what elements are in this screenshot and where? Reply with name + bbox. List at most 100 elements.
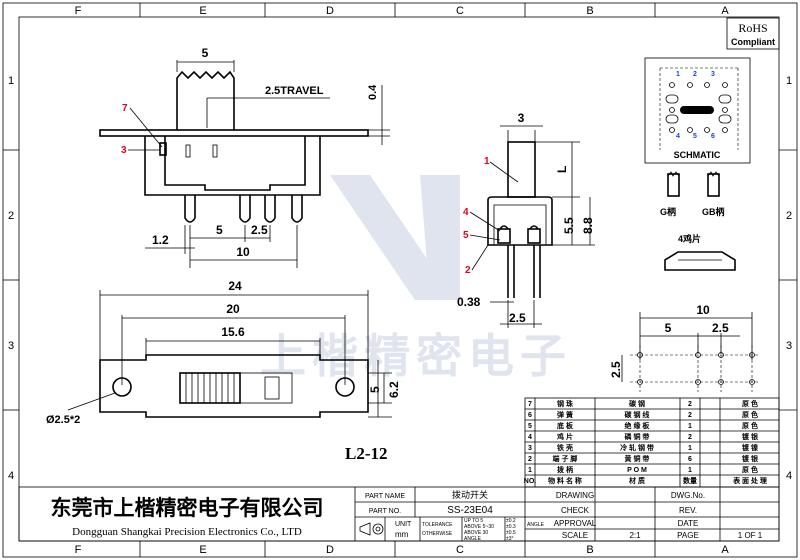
- row-label-1: 1: [8, 75, 14, 87]
- tol-value-2: ±0.3: [506, 524, 516, 530]
- rohs-title: RoHS: [738, 21, 767, 35]
- title-block: [18, 486, 780, 542]
- inner-frame: [18, 16, 780, 542]
- col-label-a: A: [721, 5, 729, 17]
- dim-hole-spacing: 20: [226, 302, 240, 316]
- bom-cell-no: 1: [528, 467, 532, 474]
- row-label-4: 4: [8, 470, 14, 482]
- bom-cell-name: 端 子 脚: [553, 454, 578, 463]
- col-label-d-bottom: D: [326, 544, 334, 556]
- bom-cell-qty: 6: [688, 456, 692, 463]
- bom-header-name: 物 料 名 称: [548, 476, 582, 485]
- callout-5: 5: [463, 230, 469, 241]
- bom-cell-qty: 2: [688, 434, 692, 441]
- col-label-b: B: [586, 5, 593, 17]
- callout-2: 2: [465, 265, 471, 276]
- schematic-pin-5: 5: [693, 133, 697, 140]
- col-label-c-bottom: C: [456, 544, 464, 556]
- bom-cell-qty: 2: [688, 412, 692, 419]
- rev-label: REV.: [679, 506, 697, 515]
- row-label-3: 3: [8, 340, 14, 352]
- dim-travel: 2.5TRAVEL: [265, 85, 324, 97]
- part-name-label: PART NAME: [365, 493, 405, 500]
- unit-value: mm: [395, 530, 409, 539]
- dwg-label: DWG.No.: [671, 491, 705, 500]
- callout-3: 3: [121, 145, 127, 156]
- bom-cell-no: 6: [528, 412, 532, 419]
- dim-side-pitch: 2.5: [509, 311, 526, 325]
- tolerance-label: TOLERANCE: [422, 522, 453, 528]
- knob-type-g: G柄: [660, 206, 676, 217]
- schematic-title: SCHMATIC: [674, 150, 721, 160]
- bom-cell-finish: 镀 银: [742, 432, 759, 441]
- row-label-4-right: 4: [786, 470, 792, 482]
- page-value: 1 OF 1: [738, 531, 763, 540]
- part-no-value: SS-23E04: [447, 505, 493, 516]
- side-view: 3 L 5.5 8.8 0.38 2.5 1 4 5 2: [457, 111, 595, 328]
- bom-cell-no: 2: [528, 456, 532, 463]
- check-label: CHECK: [561, 506, 590, 515]
- dim-overall-length: 24: [228, 279, 242, 293]
- model-label: L2-12: [345, 444, 388, 463]
- bom-cell-name: 拨 柄: [557, 465, 573, 474]
- bom-cell-material: 冷 轧 钢 带: [620, 443, 654, 452]
- tol-value-3: ±0.5: [506, 530, 516, 536]
- part-name-value: 拨动开关: [452, 489, 488, 500]
- bom-cell-finish: 原 色: [742, 399, 758, 408]
- bom-cell-finish: 镀 银: [742, 454, 759, 463]
- front-view: 5 2.5TRAVEL 0.4 7 3: [99, 46, 390, 268]
- dim-pin-span: 10: [236, 245, 250, 259]
- bom-cell-qty: 1: [688, 445, 692, 452]
- tol-range-3: ABOVE 30: [464, 530, 488, 536]
- dim-body-length: 15.6: [221, 325, 245, 339]
- dim-flange-height: 0.4: [367, 84, 379, 100]
- bom-cell-no: 7: [528, 401, 532, 408]
- col-label-c: C: [456, 5, 464, 17]
- scale-value: 2:1: [629, 531, 641, 540]
- dim-pin-thickness: 0.38: [457, 295, 481, 309]
- date-label: DATE: [678, 519, 699, 528]
- tol-range-2: ABOVE 5~30: [464, 524, 494, 530]
- scale-label: SCALE: [562, 531, 588, 540]
- bom-cell-material: 黄 铜 带: [625, 454, 650, 463]
- pcb-dim-5: 5: [665, 321, 672, 335]
- part-no-label: PART NO.: [369, 508, 401, 515]
- angle-label: ANGLE: [527, 522, 545, 528]
- bom-cell-qty: 1: [688, 423, 692, 430]
- knob-type-gb: GB柄: [702, 206, 725, 217]
- plan-view: 24 20 15.6 5 6.2 Ø2.5*2: [46, 279, 401, 463]
- col-label-f: F: [75, 5, 82, 17]
- col-label-e-bottom: E: [199, 544, 206, 556]
- dim-side-8-8: 8.8: [581, 217, 595, 234]
- knob-types: G柄 GB柄 4鸡片: [660, 171, 736, 271]
- tol-value-1: ±0.2: [506, 518, 516, 524]
- callout-1: 1: [484, 156, 490, 167]
- dim-side-width: 3: [518, 111, 525, 125]
- watermark-text: 上楷精密电子: [260, 330, 572, 382]
- grid-labels: F E D C B A F E D C B A 1 2 3 4 1 2 3 4: [8, 5, 792, 556]
- tol-value-4: ±3°: [506, 536, 514, 542]
- dim-hole-diameter: Ø2.5*2: [46, 414, 80, 426]
- bom-cell-material: 磷 铜 带: [625, 432, 650, 441]
- pcb-dim-2-5-vertical: 2.5: [609, 361, 623, 378]
- projection-symbol-icon: [359, 522, 384, 536]
- clip-label: 4鸡片: [678, 233, 701, 244]
- tolerance-otherwise: OTHERWISE: [422, 531, 453, 537]
- bom-cell-material: P O M: [627, 467, 647, 474]
- col-label-e: E: [199, 5, 206, 17]
- schematic-pin-6: 6: [711, 133, 715, 140]
- watermark: 上楷精密电子: [260, 175, 572, 382]
- pcb-dim-10: 10: [696, 303, 710, 317]
- tol-range-1: UP TO 5: [464, 518, 483, 524]
- bom-table: [524, 397, 780, 488]
- unit-label: UNIT: [395, 521, 412, 528]
- row-label-2-right: 2: [786, 210, 792, 222]
- bom-header-qty: 数量: [683, 476, 697, 485]
- row-label-3-right: 3: [786, 340, 792, 352]
- dim-pin-pitch-b: 2.5: [251, 223, 268, 237]
- bom-cell-no: 5: [528, 423, 532, 430]
- bom-cell-no: 3: [528, 445, 532, 452]
- schematic-pin-3: 3: [711, 71, 715, 78]
